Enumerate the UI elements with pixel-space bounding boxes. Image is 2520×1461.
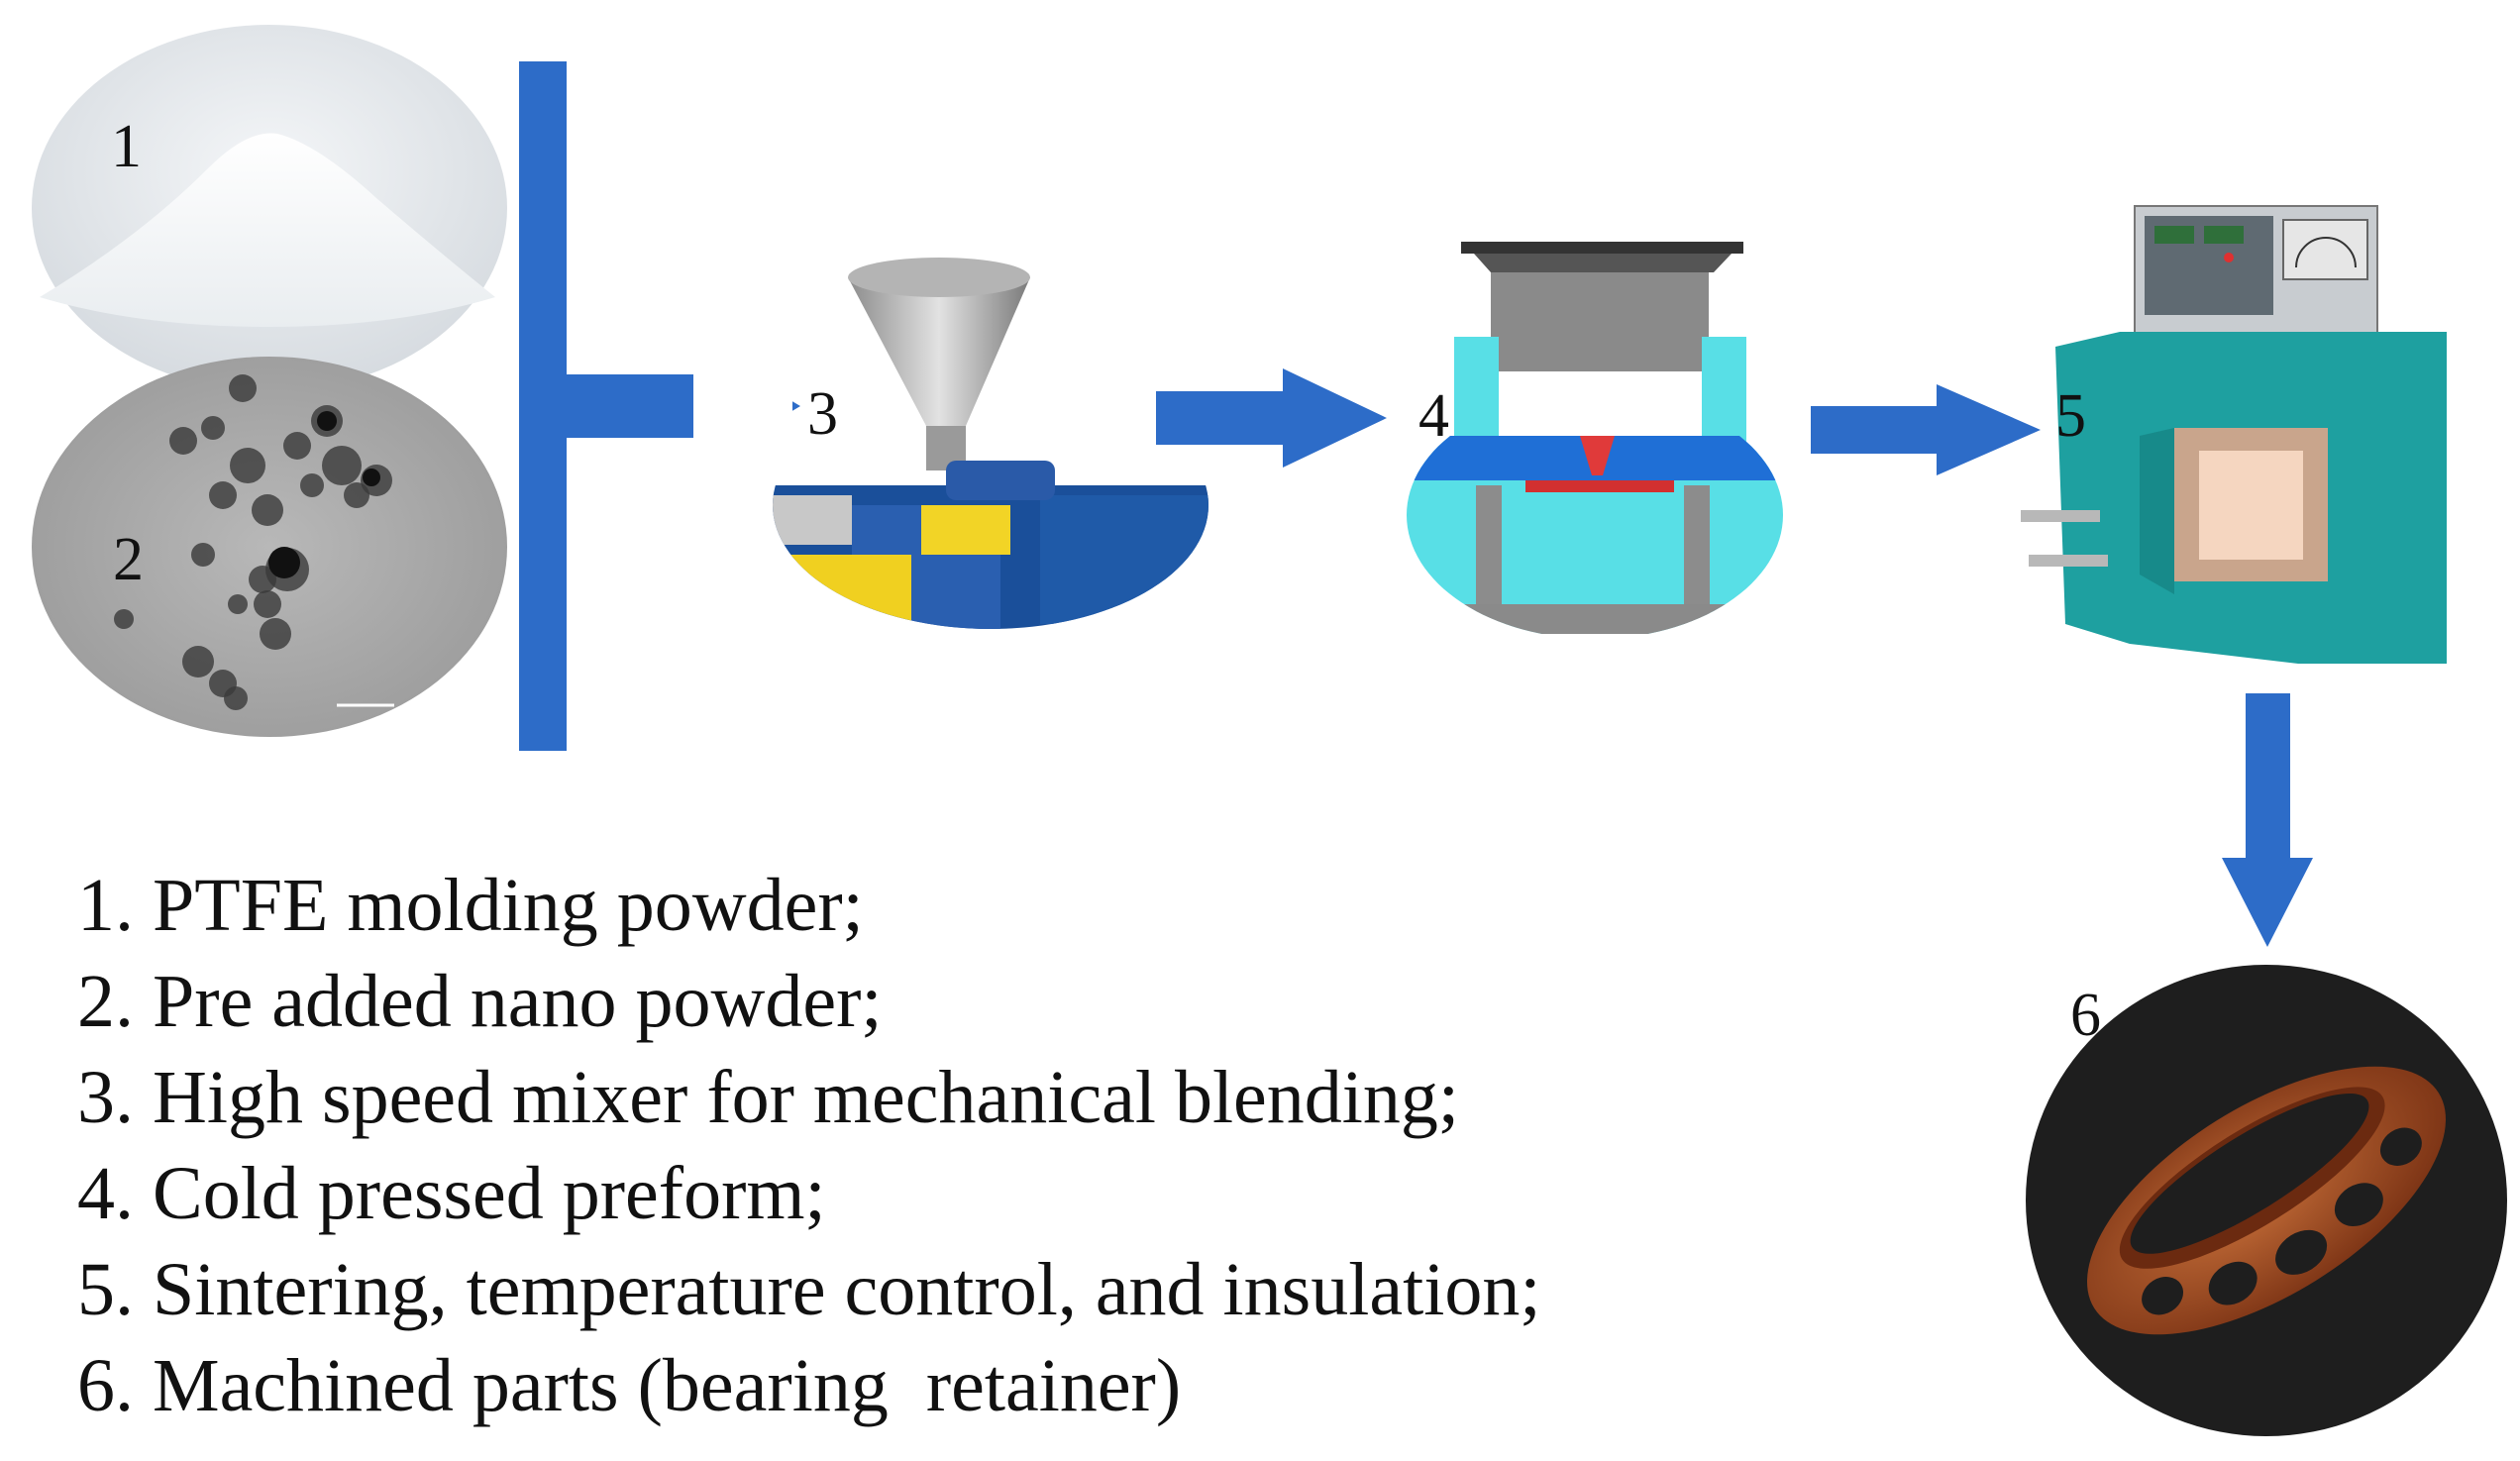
legend-item-2: 2. Pre added nano powder; (77, 960, 883, 1043)
step-1-number: 1 (111, 113, 142, 180)
step-2-number: 2 (113, 526, 144, 593)
legend-item-6: 6. Machined parts (bearing retainer) (77, 1344, 1182, 1427)
arrow-to-furnace (1811, 384, 2041, 475)
step-2-nanopowder-image: 2 (32, 357, 507, 737)
step-4-mold-image: 4 (1407, 242, 1783, 634)
merge-bar (519, 61, 567, 751)
step-1-powder-image: 1 (32, 25, 507, 391)
step-6-retainer-image: 6 (2026, 965, 2507, 1436)
step-3-number: 3 (807, 380, 838, 448)
legend-item-3: 3. High speed mixer for mechanical blend… (77, 1056, 1460, 1139)
step-5-number: 5 (2055, 382, 2086, 450)
step-3-mixer-image: 3 (693, 258, 1208, 629)
legend-item-5: 5. Sintering, temperature control, and i… (77, 1248, 1541, 1331)
legend-item-4: 4. Cold pressed preform; (77, 1152, 826, 1235)
legend-item-1: 1. PTFE molding powder; (77, 864, 864, 947)
arrow-to-mold (1156, 368, 1387, 468)
step-4-number: 4 (1418, 382, 1449, 450)
legend-list: 1. PTFE molding powder; 2. Pre added nan… (77, 858, 1540, 1434)
step-6-number: 6 (2070, 982, 2101, 1049)
arrow-to-part (2222, 693, 2313, 947)
step-5-furnace-image: 5 (2021, 205, 2447, 664)
